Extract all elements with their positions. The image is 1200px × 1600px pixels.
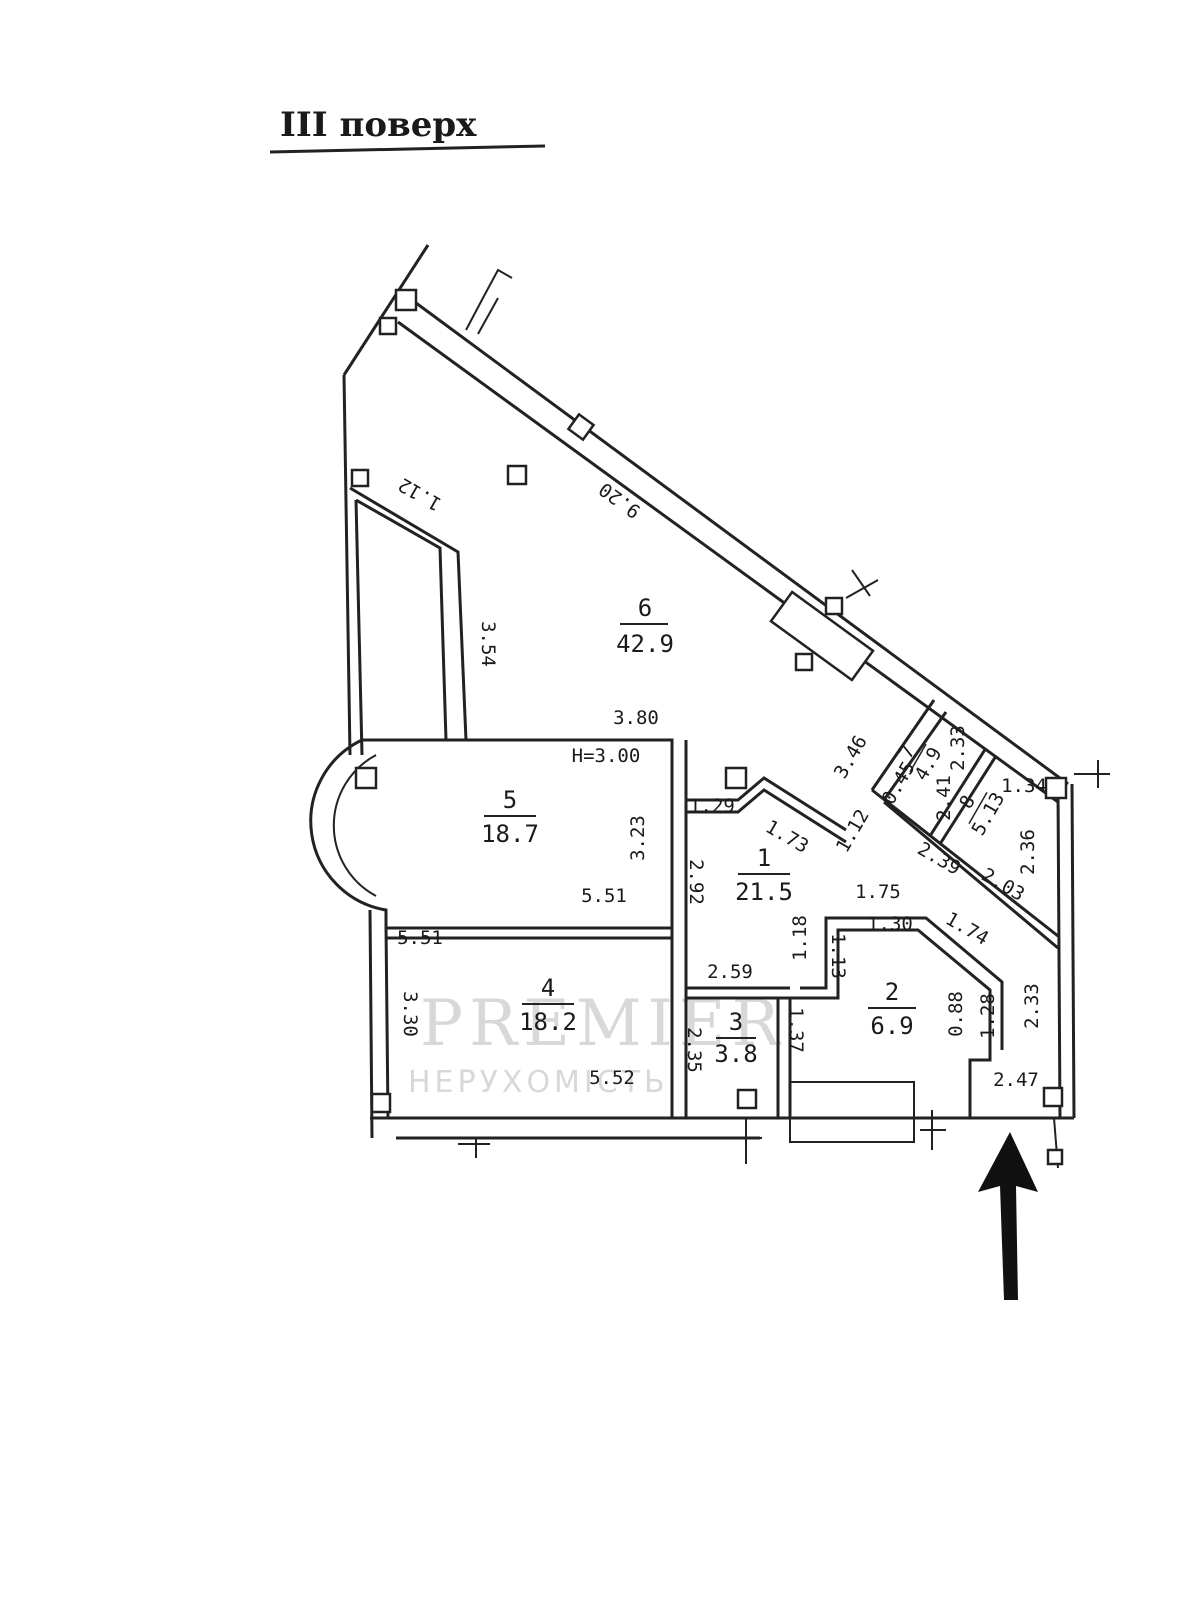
room-number: 1	[757, 844, 771, 872]
dimension: 1.18	[789, 915, 811, 961]
room-number: 4	[541, 974, 555, 1002]
room-area: 18.7	[481, 820, 539, 848]
dimension: 3.30	[399, 991, 421, 1037]
dimension: 1.74	[942, 908, 993, 950]
dimension: 3.23	[627, 815, 649, 861]
dimension: 3.54	[477, 621, 499, 667]
room-number: 3	[729, 1008, 743, 1036]
dimension: 1.75	[855, 881, 901, 903]
room-area: 18.2	[519, 1008, 577, 1036]
dimension: 2.36	[1017, 829, 1039, 875]
dimension: 1.28	[977, 993, 999, 1039]
room-label-1: 1 21.5	[735, 844, 793, 906]
dimension: 2.33	[947, 725, 969, 771]
loggia-left	[349, 468, 468, 741]
dimension: 1.12	[832, 806, 874, 857]
watermark-subtitle: НЕРУХОМІСТЬ	[408, 1065, 669, 1100]
title-underline	[269, 144, 546, 154]
room-label-6: 6 42.9	[616, 594, 674, 658]
outer-walls	[342, 244, 1076, 1140]
dimension: 1.12	[395, 473, 446, 515]
room-label-3: 3 3.8	[714, 1008, 757, 1068]
window-marks	[458, 268, 1110, 1169]
floor-title: III поверх	[280, 105, 477, 145]
dimension: 3.80	[613, 707, 659, 729]
dimension: 1.13	[827, 933, 849, 979]
dimension: 1.34	[1001, 775, 1047, 797]
dimension: 2.35	[683, 1027, 705, 1073]
room-area: 42.9	[616, 630, 674, 658]
dimension: 2.33	[1021, 983, 1043, 1029]
dimension: H=3.00	[572, 745, 641, 767]
dimension: 5.51	[581, 885, 627, 907]
dimension: 3.46	[830, 732, 872, 783]
dimension: 1.30	[867, 913, 913, 935]
room-number: 8	[955, 792, 980, 813]
room-area: 6.9	[870, 1012, 913, 1040]
room-area: 3.8	[714, 1040, 757, 1068]
room-number: 5	[503, 786, 517, 814]
dimension: 5.52	[589, 1067, 635, 1089]
dimension: 0.45	[878, 758, 920, 809]
room-label-4: 4 18.2	[519, 974, 577, 1036]
dimension: 2.59	[707, 961, 753, 983]
room-number: 2	[885, 978, 899, 1006]
room-label-5: 5 18.7	[481, 786, 539, 848]
room-dividers	[386, 699, 1059, 1143]
dimension: 2.41	[933, 775, 955, 821]
dimension: 2.47	[993, 1069, 1039, 1091]
dimension: 0.88	[945, 991, 967, 1037]
room-area: 21.5	[735, 878, 793, 906]
entrance-arrow-icon	[978, 1132, 1038, 1300]
dimension: 5.51	[397, 927, 443, 949]
dimension: 1.37	[785, 1007, 807, 1053]
dimension: 2.92	[685, 859, 707, 905]
columns	[370, 412, 1068, 1114]
room-label-2: 2 6.9	[868, 978, 916, 1040]
dimension: 1.29	[689, 795, 735, 817]
room-5-outline	[309, 738, 674, 930]
room-number: 6	[638, 594, 652, 622]
